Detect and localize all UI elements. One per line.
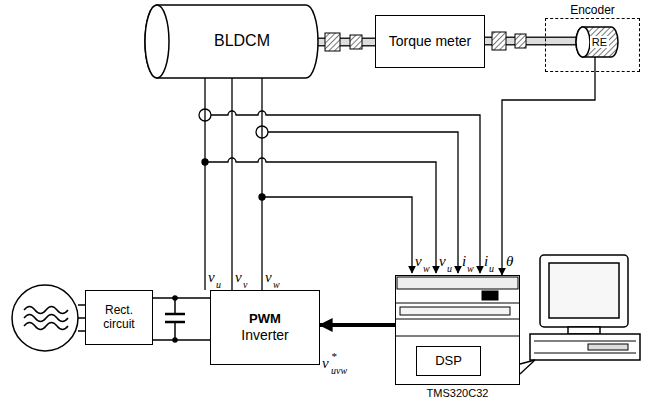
connector-line [153, 297, 210, 298]
node-heading: Encoder [526, 3, 655, 17]
signal-name: v [439, 254, 446, 269]
connector-line [320, 323, 395, 327]
ac-source [24, 315, 68, 322]
signal-wire [502, 72, 595, 275]
ac-source [24, 323, 68, 330]
pc-computer [534, 341, 636, 342]
torque-meter-box: Torque meter [375, 15, 485, 68]
signal-wire [232, 78, 233, 290]
signal-name: i [484, 254, 488, 269]
rotary-encoder: RE [576, 27, 618, 57]
dc-capacitor [165, 296, 185, 342]
dsp-board-panel [395, 336, 520, 337]
encoder-signal-wire [594, 56, 595, 72]
sensing-wire [205, 158, 436, 273]
connector-line [153, 339, 210, 340]
signal-subscript: u [447, 264, 452, 274]
cylinder-end [145, 5, 169, 78]
node-label: Inverter [241, 327, 288, 343]
signal-wire [205, 78, 206, 290]
ac-source [78, 317, 85, 319]
signal-subscript: w [423, 264, 430, 274]
sensing-wire [268, 132, 458, 273]
dsp-board-panel [395, 319, 520, 320]
node-heading: TMS320C32 [376, 387, 539, 399]
signal-name: i [462, 254, 466, 269]
cylinder-body [576, 27, 618, 57]
node-label: Torque meter [389, 33, 471, 49]
signal-subscript: u [489, 264, 494, 274]
node-label: Rect. circuit [89, 304, 149, 332]
dsp-board-panel [482, 291, 498, 300]
pc-computer [534, 353, 636, 354]
sensing-wire [211, 111, 480, 273]
connector-line [231, 78, 232, 290]
pc-computer [520, 255, 640, 374]
shaft-coupling [325, 33, 340, 51]
pc-computer [588, 344, 628, 350]
signal-subscript: u [216, 280, 221, 290]
node-label: BLDCM [214, 32, 270, 50]
dsp-board: TMS320C32DSP [395, 275, 520, 385]
ac-source [78, 330, 85, 332]
pc-computer [520, 360, 535, 374]
shaft-coupling [325, 32, 526, 51]
dsp-board-panel [395, 303, 520, 304]
shaft-coupling [492, 32, 506, 50]
signal-name: v [322, 356, 329, 371]
sensing-wire [262, 197, 412, 273]
rectifier-box: Rect. circuit [85, 290, 153, 345]
dsp-board-panel [395, 277, 520, 336]
ac-source [24, 307, 68, 314]
connector-line [204, 78, 205, 290]
sensing-wire [199, 109, 480, 273]
dsp-chip: DSP [416, 346, 481, 376]
pc-computer [530, 334, 640, 360]
signal-subscript: w [273, 280, 280, 290]
dc-capacitor [165, 313, 185, 316]
signal-subscript: w [467, 264, 474, 274]
signal-subscript: uvw [331, 366, 347, 376]
connector-line [502, 72, 595, 275]
connector-line [261, 78, 262, 290]
node-label: RE [590, 36, 609, 49]
shaft-coupling [515, 34, 526, 48]
signal-name: v [208, 270, 215, 285]
dsp-board-panel [397, 277, 518, 289]
cylinder-body [145, 5, 318, 78]
signal-wire [153, 340, 210, 341]
motor-body: BLDCM [145, 5, 318, 78]
node-label: DSP [435, 354, 462, 369]
ac-source [12, 285, 85, 351]
pc-computer [568, 327, 600, 334]
signal-subscript: v [243, 280, 247, 290]
signal-name: v [265, 270, 272, 285]
node-label: PWM [249, 312, 281, 327]
pc-computer [540, 255, 628, 327]
ac-source [12, 285, 78, 351]
signal-name: θ [506, 254, 513, 269]
cylinder-end [576, 27, 590, 57]
ac-source [78, 304, 85, 306]
inverter-box: PWMInverter [210, 290, 320, 365]
dsp-board-panel [400, 307, 510, 315]
signal-name: v [415, 254, 422, 269]
signal-wire [262, 78, 263, 290]
pwm-command-arrow [320, 325, 395, 326]
signal-name: v [235, 270, 242, 285]
signal-subscript: * [331, 351, 337, 362]
signal-wire [153, 298, 210, 299]
pc-computer [549, 263, 619, 318]
shaft-coupling [350, 35, 362, 49]
encoder-frame: EncoderRE [545, 18, 640, 72]
